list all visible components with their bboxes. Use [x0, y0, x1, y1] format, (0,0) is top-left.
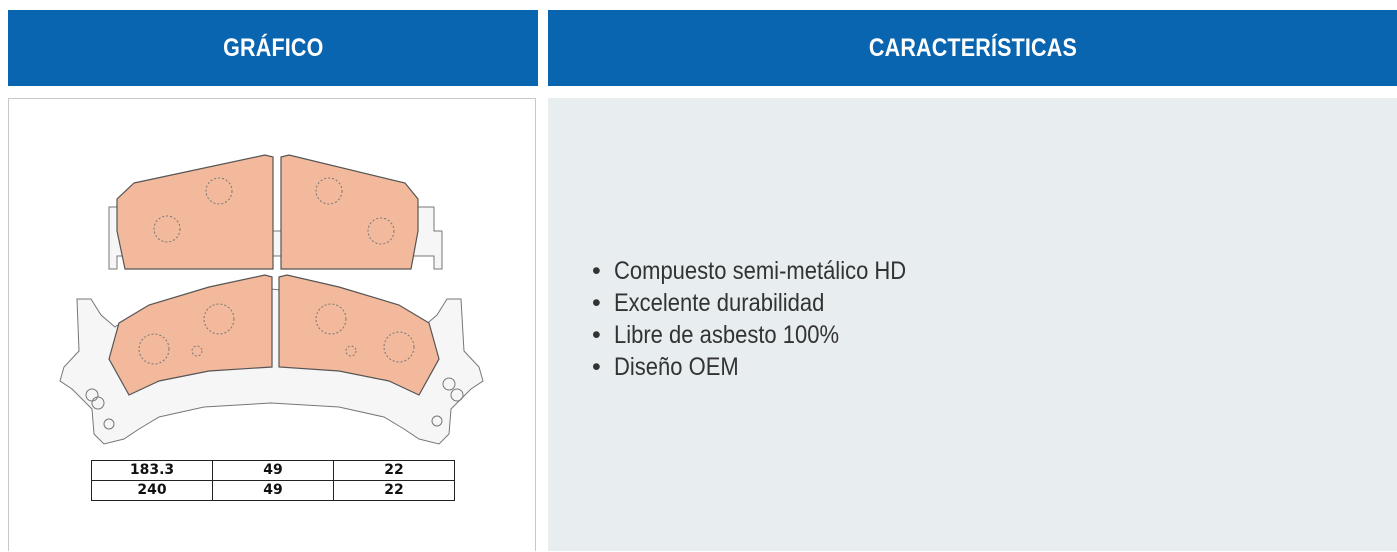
graphic-panel: 183.3 49 22 240 49 22	[8, 98, 536, 551]
bullet-icon: •	[592, 289, 601, 317]
table-cell: 22	[333, 460, 455, 481]
features-header: CARACTERÍSTICAS	[548, 10, 1397, 86]
table-cell: 49	[212, 460, 334, 481]
feature-text: Compuesto semi-metálico HD	[614, 257, 907, 285]
feature-text: Excelente durabilidad	[614, 289, 825, 317]
feature-text: Libre de asbesto 100%	[614, 321, 840, 349]
table-row: 240 49 22	[91, 480, 455, 501]
top-pad-right-friction	[280, 154, 419, 270]
table-cell: 240	[91, 480, 213, 501]
table-cell: 183.3	[91, 460, 213, 481]
bullet-icon: •	[592, 321, 601, 349]
graphic-header-label: GRÁFICO	[222, 33, 324, 62]
top-pad-left-friction	[116, 154, 274, 270]
list-item: • Libre de asbesto 100%	[592, 319, 946, 351]
bullet-icon: •	[592, 257, 601, 285]
list-item: • Excelente durabilidad	[592, 287, 946, 319]
list-item: • Compuesto semi-metálico HD	[592, 255, 946, 287]
table-row: 183.3 49 22	[91, 460, 455, 481]
table-cell: 22	[333, 480, 455, 501]
feature-text: Diseño OEM	[614, 353, 739, 381]
brake-pad-drawing-icon	[59, 154, 484, 445]
list-item: • Diseño OEM	[592, 351, 946, 383]
features-header-label: CARACTERÍSTICAS	[868, 33, 1077, 62]
bullet-icon: •	[592, 353, 601, 381]
table-cell: 49	[212, 480, 334, 501]
features-list: • Compuesto semi-metálico HD • Excelente d…	[592, 255, 946, 383]
graphic-header: GRÁFICO	[8, 10, 538, 86]
bottom-pad-left-friction	[108, 274, 273, 396]
features-panel: • Compuesto semi-metálico HD • Excelente d…	[548, 98, 1397, 551]
bottom-pad-right-friction	[278, 274, 440, 396]
dimensions-table: 183.3 49 22 240 49 22	[91, 460, 455, 501]
